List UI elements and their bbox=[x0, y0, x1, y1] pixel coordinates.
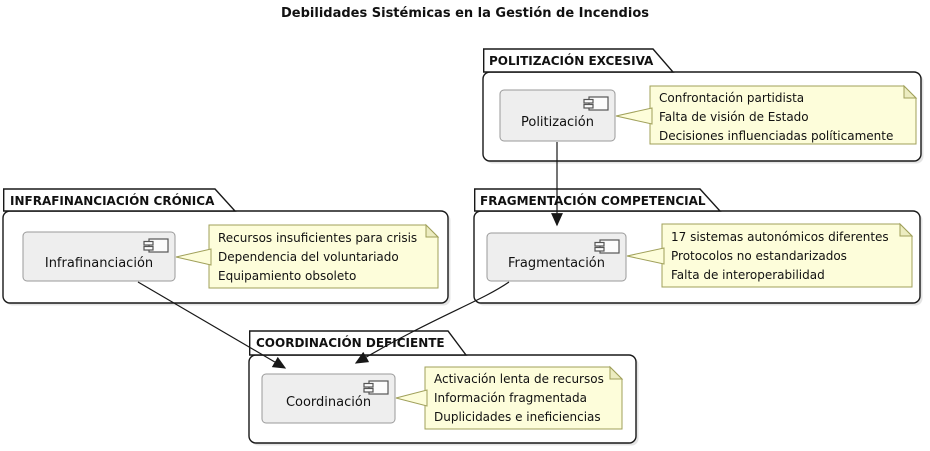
note-line: Falta de interoperabilidad bbox=[671, 268, 825, 282]
component-icon bbox=[583, 96, 609, 111]
component-icon bbox=[143, 238, 169, 253]
package-tab-infrafinanciacion bbox=[3, 188, 237, 212]
component-box-coordinacion bbox=[261, 373, 396, 424]
note-line: Activación lenta de recursos bbox=[434, 372, 604, 386]
component-label-politizacion: Politización bbox=[520, 115, 594, 130]
package-title-coordinacion: COORDINACIÓN DEFICIENTE bbox=[256, 336, 445, 350]
note-line: Recursos insuficientes para crisis bbox=[218, 231, 418, 245]
note-connector-infrafinanciacion bbox=[175, 248, 212, 266]
package-tab-fragmentacion bbox=[474, 188, 722, 212]
note-text-coordinacion: Activación lenta de recursos Información… bbox=[434, 370, 604, 427]
component-icon bbox=[363, 380, 389, 395]
note-line: Duplicidades e ineficiencias bbox=[434, 410, 601, 424]
note-fragmentacion bbox=[661, 222, 914, 288]
note-line: Falta de visión de Estado bbox=[659, 110, 809, 124]
component-icon bbox=[594, 239, 620, 254]
package-title-fragmentacion: FRAGMENTACIÓN COMPETENCIAL bbox=[480, 194, 706, 208]
note-coordinacion bbox=[424, 365, 624, 430]
note-text-fragmentacion: 17 sistemas autonómicos diferentes Proto… bbox=[671, 228, 889, 285]
package-title-politizacion: POLITIZACIÓN EXCESIVA bbox=[489, 54, 654, 68]
component-label-fragmentacion: Fragmentación bbox=[507, 256, 605, 271]
note-infrafinanciacion bbox=[208, 223, 440, 289]
package-title-infrafinanciacion: INFRAFINANCIACIÓN CRÓNICA bbox=[10, 194, 215, 208]
note-politizacion bbox=[649, 84, 918, 145]
note-line: Protocolos no estandarizados bbox=[671, 249, 847, 263]
edge-fragmentacion-to-coordinacion bbox=[354, 281, 510, 364]
note-line: Confrontación partidista bbox=[659, 91, 805, 105]
diagram-title: Debilidades Sistémicas en la Gestión de … bbox=[281, 6, 649, 21]
note-line: Dependencia del voluntariado bbox=[218, 250, 399, 264]
note-line: Equipamiento obsoleto bbox=[218, 269, 357, 283]
edge-infrafinanciacion-to-coordinacion bbox=[137, 281, 287, 369]
component-box-fragmentacion bbox=[486, 232, 627, 282]
package-tab-politizacion bbox=[483, 48, 675, 73]
note-line: Decisiones influenciadas políticamente bbox=[659, 129, 894, 143]
note-line: 17 sistemas autonómicos diferentes bbox=[671, 230, 889, 244]
note-line: Información fragmentada bbox=[434, 391, 588, 405]
note-text-politizacion: Confrontación partidista Falta de visión… bbox=[659, 89, 893, 146]
component-box-infrafinanciacion bbox=[22, 231, 176, 282]
note-connector-coordinacion bbox=[395, 389, 428, 407]
component-label-infrafinanciacion: Infrafinanciación bbox=[44, 256, 154, 271]
note-connector-fragmentacion bbox=[626, 247, 665, 265]
note-connector-politizacion bbox=[615, 107, 653, 125]
note-text-infrafinanciacion: Recursos insuficientes para crisis Depen… bbox=[218, 229, 417, 286]
component-label-coordinacion: Coordinación bbox=[285, 395, 372, 410]
